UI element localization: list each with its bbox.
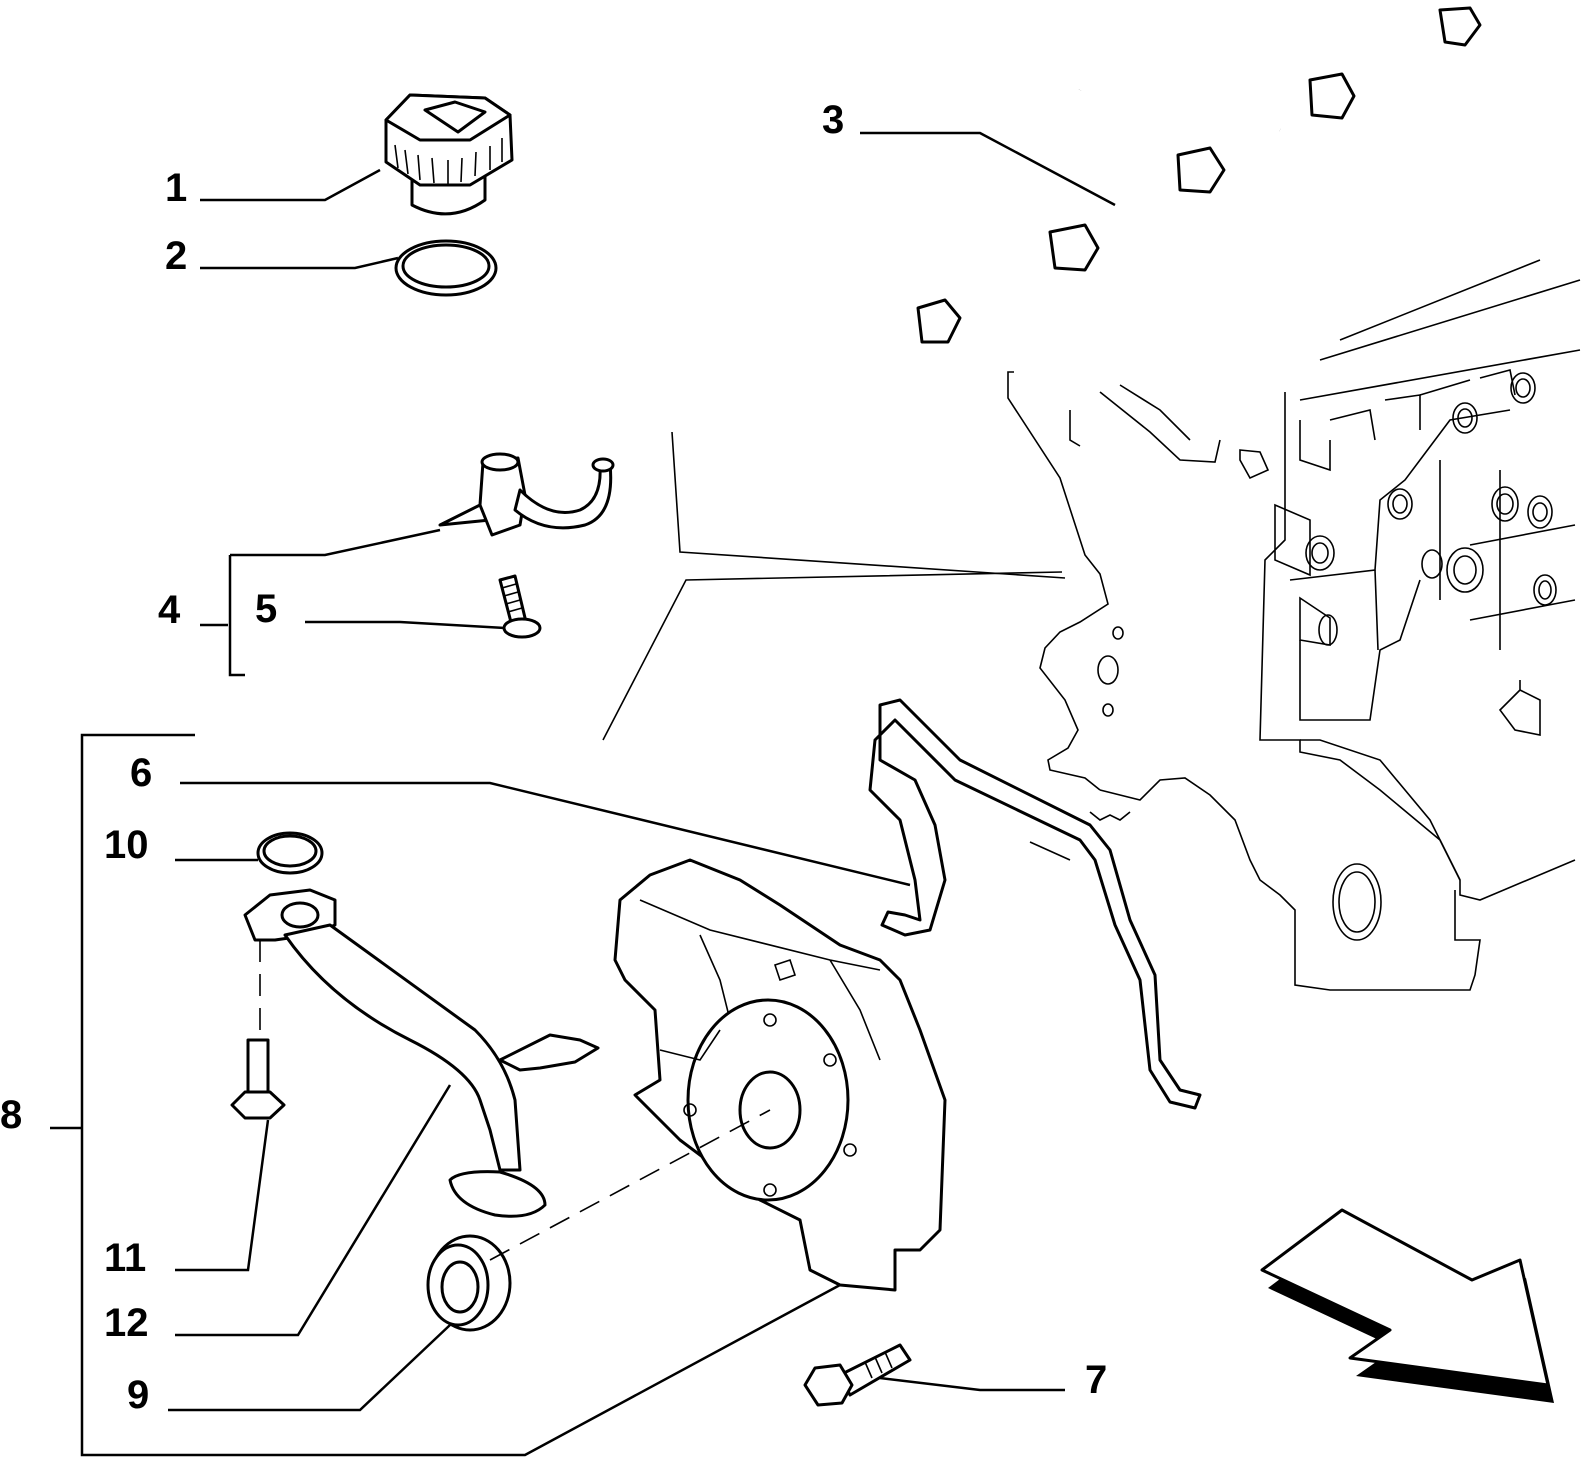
callout-label-4: 4	[158, 588, 181, 632]
leader-lines	[50, 131, 1116, 1457]
callout-label-7: 7	[1085, 1358, 1108, 1402]
callout-label-6: 6	[130, 751, 153, 795]
callout-label-12: 12	[104, 1301, 149, 1345]
oil-pickup-pipe-icon	[243, 888, 600, 1218]
o-ring-icon	[256, 831, 324, 875]
callout-label-8: 8	[0, 1093, 23, 1137]
callout-label-10: 10	[104, 823, 149, 867]
callout-label-11: 11	[104, 1236, 147, 1280]
engine-block-outline	[1007, 259, 1581, 991]
callout-label-2: 2	[165, 234, 188, 278]
filler-cap-seal-icon	[394, 239, 498, 297]
oil-jet-assembly-icon	[438, 452, 615, 537]
callout-label-3: 3	[822, 98, 845, 142]
oil-spray-nozzle-manifold-icon	[916, 6, 1482, 344]
pump-gasket-icon	[868, 698, 1202, 1110]
screw-icon	[498, 574, 542, 639]
direction-arrow-icon	[1260, 1208, 1554, 1403]
callout-label-1: 1	[165, 166, 188, 210]
oil-pump-assembly-icon	[613, 858, 947, 1292]
bolt-icon	[803, 1343, 912, 1407]
callout-label-5: 5	[255, 587, 278, 631]
assembly-lines	[602, 431, 1066, 741]
callout-label-9: 9	[127, 1373, 150, 1417]
assembly-axes	[259, 940, 771, 1261]
crankshaft-oil-seal-icon	[426, 1234, 512, 1332]
oil-filler-cap-icon	[384, 93, 514, 216]
screw-icon	[230, 1038, 286, 1120]
